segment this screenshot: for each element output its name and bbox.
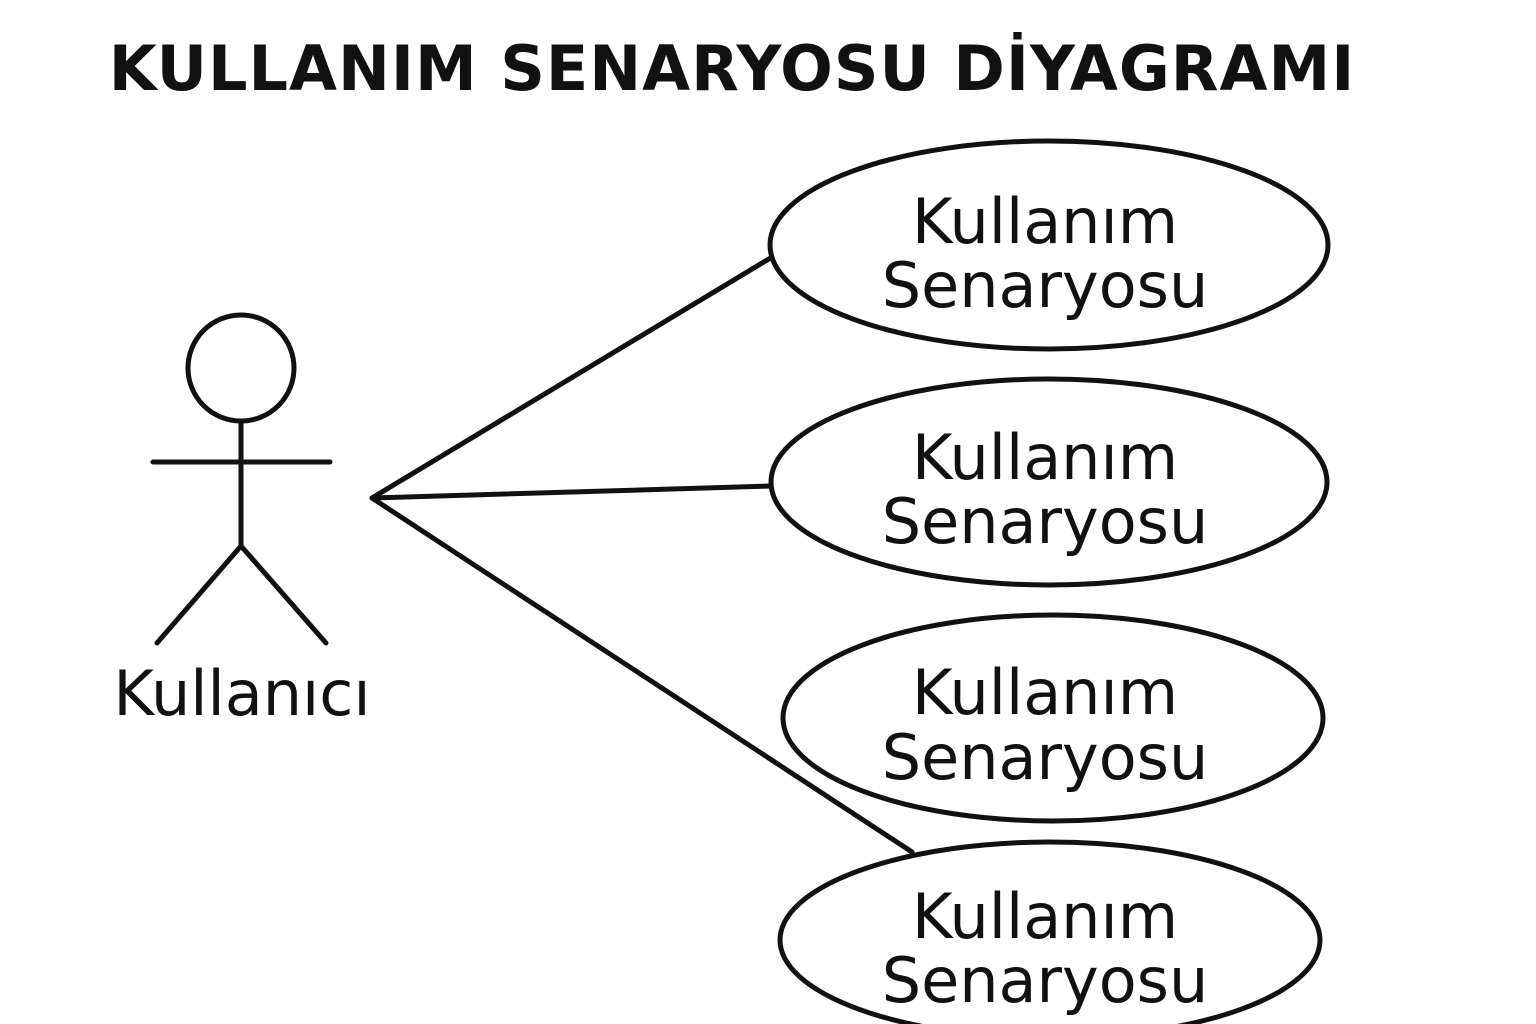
association-line-2: [369, 483, 775, 501]
actor-right-leg: [238, 543, 329, 646]
actor-label: Kullanıcı: [113, 657, 370, 730]
use-case-ellipse[interactable]: [777, 839, 1323, 1024]
association-line-1: [369, 254, 775, 501]
use-case-3[interactable]: Kullanım Senaryosu: [780, 612, 1326, 824]
use-case-ellipse[interactable]: [767, 138, 1331, 352]
use-case-4[interactable]: Kullanım Senaryosu: [777, 839, 1323, 1024]
use-case-1[interactable]: Kullanım Senaryosu: [767, 138, 1331, 352]
use-case-label-line2: Senaryosu: [882, 721, 1209, 794]
association-lines: [369, 254, 915, 855]
use-case-ellipse[interactable]: [768, 376, 1330, 588]
use-case-label-line2: Senaryosu: [882, 249, 1209, 322]
use-case-label-line2: Senaryosu: [882, 944, 1209, 1017]
use-case-label-line1: Kullanım: [912, 421, 1178, 494]
actor-figure: [150, 312, 333, 646]
use-case-ellipse[interactable]: [780, 612, 1326, 824]
use-case-label-line1: Kullanım: [912, 185, 1178, 258]
use-case-2[interactable]: Kullanım Senaryosu: [768, 376, 1330, 588]
diagram-title: KULLANIM SENARYOSU DİYAGRAMI: [108, 32, 1356, 105]
actor-head: [185, 312, 297, 424]
use-case-label-line1: Kullanım: [912, 880, 1178, 953]
association-line-3: [369, 495, 915, 855]
use-case-label-line2: Senaryosu: [882, 485, 1209, 558]
use-case-label-line1: Kullanım: [912, 656, 1178, 729]
actor-left-leg: [154, 543, 244, 646]
